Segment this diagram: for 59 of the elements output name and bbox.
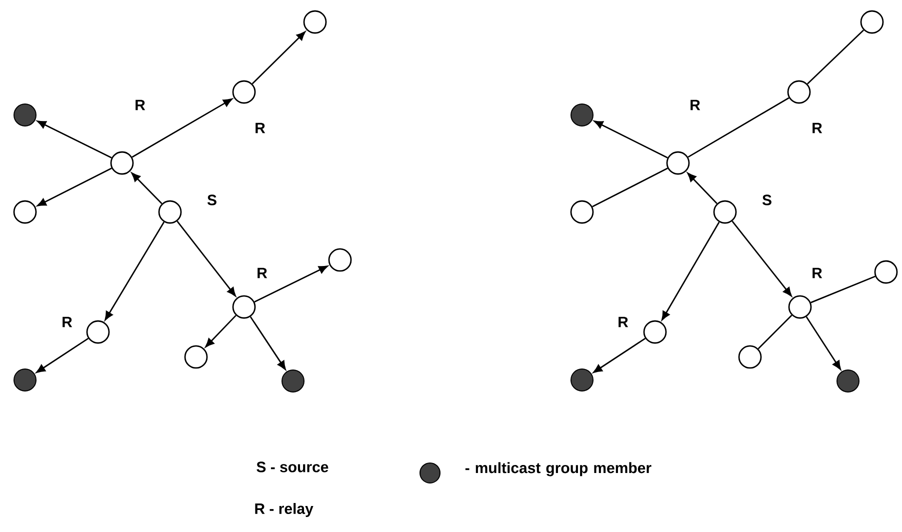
member-dot (14, 104, 36, 126)
node-circle (787, 80, 811, 104)
member-dot (14, 368, 36, 392)
arrow (36, 338, 89, 373)
link-line (810, 276, 876, 304)
member-dot (570, 104, 594, 126)
arrow (806, 316, 841, 370)
node-circle (110, 151, 134, 175)
arrow (37, 168, 112, 206)
link-line (592, 168, 668, 208)
arrow (37, 120, 112, 158)
node-circle (713, 200, 737, 224)
node-circle (158, 200, 182, 224)
arrow (250, 316, 286, 370)
node-circle (232, 80, 256, 104)
arrow (104, 222, 165, 320)
node-circle (874, 260, 898, 284)
legend-text: - multicast group member (465, 462, 652, 476)
arrow (594, 120, 668, 158)
node-label: S (762, 194, 772, 206)
legend-text: S - source (256, 462, 328, 472)
node-circle (328, 248, 352, 272)
node-circle (184, 345, 208, 369)
member-dot (570, 368, 594, 392)
node-label: R (812, 268, 822, 278)
arrow (593, 338, 646, 373)
link-line (806, 30, 864, 84)
arrow (131, 172, 162, 204)
node-circle (643, 320, 667, 344)
node-circle (788, 295, 812, 319)
arrow (132, 98, 232, 158)
member-dot (282, 369, 304, 392)
arrow (687, 172, 718, 204)
node-label: R (258, 268, 268, 278)
node-label: S (207, 194, 216, 206)
node-label: R (256, 122, 266, 134)
node-circle (232, 295, 256, 319)
node-circle (570, 200, 594, 224)
node-label: R (618, 316, 628, 328)
node-label: R (690, 100, 700, 110)
node-label: R (136, 100, 146, 110)
node-label: R (812, 122, 822, 134)
arrow (662, 222, 720, 320)
node-circle (666, 151, 690, 175)
node-circle (738, 345, 762, 369)
node-circle (303, 10, 327, 34)
node-circle (860, 10, 884, 34)
node-circle (13, 200, 37, 224)
node-circle (86, 320, 110, 344)
link-line (758, 314, 792, 350)
node-label: R (62, 316, 72, 328)
legend-text: R - relay (255, 503, 314, 517)
arrow (205, 314, 236, 348)
arrow (732, 220, 792, 296)
arrow (254, 266, 328, 302)
link-line (688, 97, 790, 158)
arrow (252, 31, 306, 84)
member-dot (836, 369, 860, 392)
arrow (176, 220, 236, 296)
